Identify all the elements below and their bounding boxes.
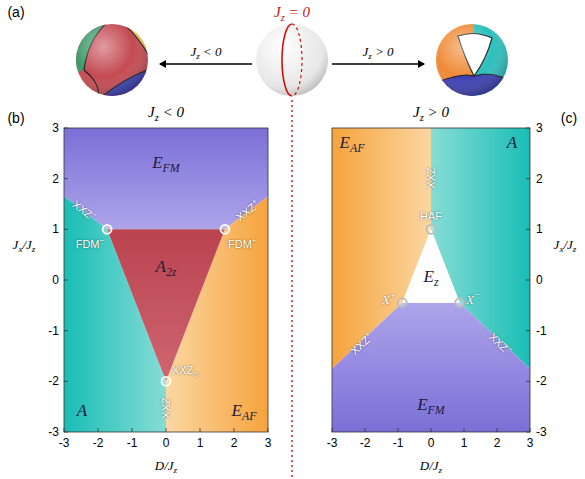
tick-label: 2 [231,437,238,449]
tick-label: 1 [461,437,468,449]
boundary-label: XXZ [426,167,437,188]
phase-label: EFM [417,396,445,413]
sphere-left [72,20,152,100]
panel-letter: (b) [7,111,24,125]
tick-label: 0 [536,274,543,286]
tick-label: -2 [536,375,547,387]
point-label: X− [466,293,480,306]
tick-label: 2 [536,173,543,185]
tick-label: 1 [536,223,543,235]
tick-label: 3 [527,437,534,449]
phase-label: A [507,134,517,151]
divider-line [291,100,292,479]
tick-label: -3 [48,426,59,438]
point-label: XXZ0 [172,365,198,376]
point-label: FDM+ [228,239,256,250]
header-label: Jz < 0 [148,105,184,120]
phase-label: Ez [423,268,438,285]
tick-label: 3 [52,122,59,134]
panel-letter: (a) [7,5,24,19]
point-label: HAF [420,211,442,222]
axis-title: D/Jz [420,459,442,472]
header-label: Jz > 0 [413,105,449,120]
tick-label: -2 [360,437,371,449]
arrow-label: Jz > 0 [362,45,393,58]
phase-label: EAF [340,134,365,151]
tick-label: -1 [127,437,138,449]
axis-title: Jx/Jz [13,238,36,251]
phase-label: EFM [152,154,180,171]
panel-c-regions [332,128,530,432]
axis-title: D/Jz [155,459,177,472]
phase-label: A [77,402,87,419]
tick-label: -3 [327,437,338,449]
tick-label: -1 [536,325,547,337]
tick-label: -1 [48,325,59,337]
sphere-centre [256,24,328,96]
tick-label: 0 [428,437,435,449]
tick-label: 0 [163,437,170,449]
axis-title: Jx/Jz [554,238,577,251]
point-label: X+ [382,293,396,306]
tick-label: 3 [536,122,543,134]
panel-letter: (c) [561,111,577,125]
tick-label: 2 [494,437,501,449]
header-label: Jz = 0 [274,5,310,20]
tick-label: 1 [197,437,204,449]
panel-b-regions [64,128,268,432]
tick-label: 1 [52,223,59,235]
phase-label: A2z [156,258,177,275]
tick-label: -1 [393,437,404,449]
sphere-right [432,20,512,100]
arrow-label: Jz < 0 [190,45,221,58]
phase-label: EAF [232,402,257,419]
point-label: FDM− [76,239,104,250]
tick-label: 3 [265,437,272,449]
tick-label: -2 [93,437,104,449]
tick-label: -2 [48,375,59,387]
arrow-right [332,63,424,64]
tick-label: -3 [536,426,547,438]
tick-label: -3 [59,437,70,449]
tick-label: 0 [52,274,59,286]
tick-label: 2 [52,173,59,185]
boundary-label: XXZ [161,397,172,418]
arrow-left [160,63,252,64]
